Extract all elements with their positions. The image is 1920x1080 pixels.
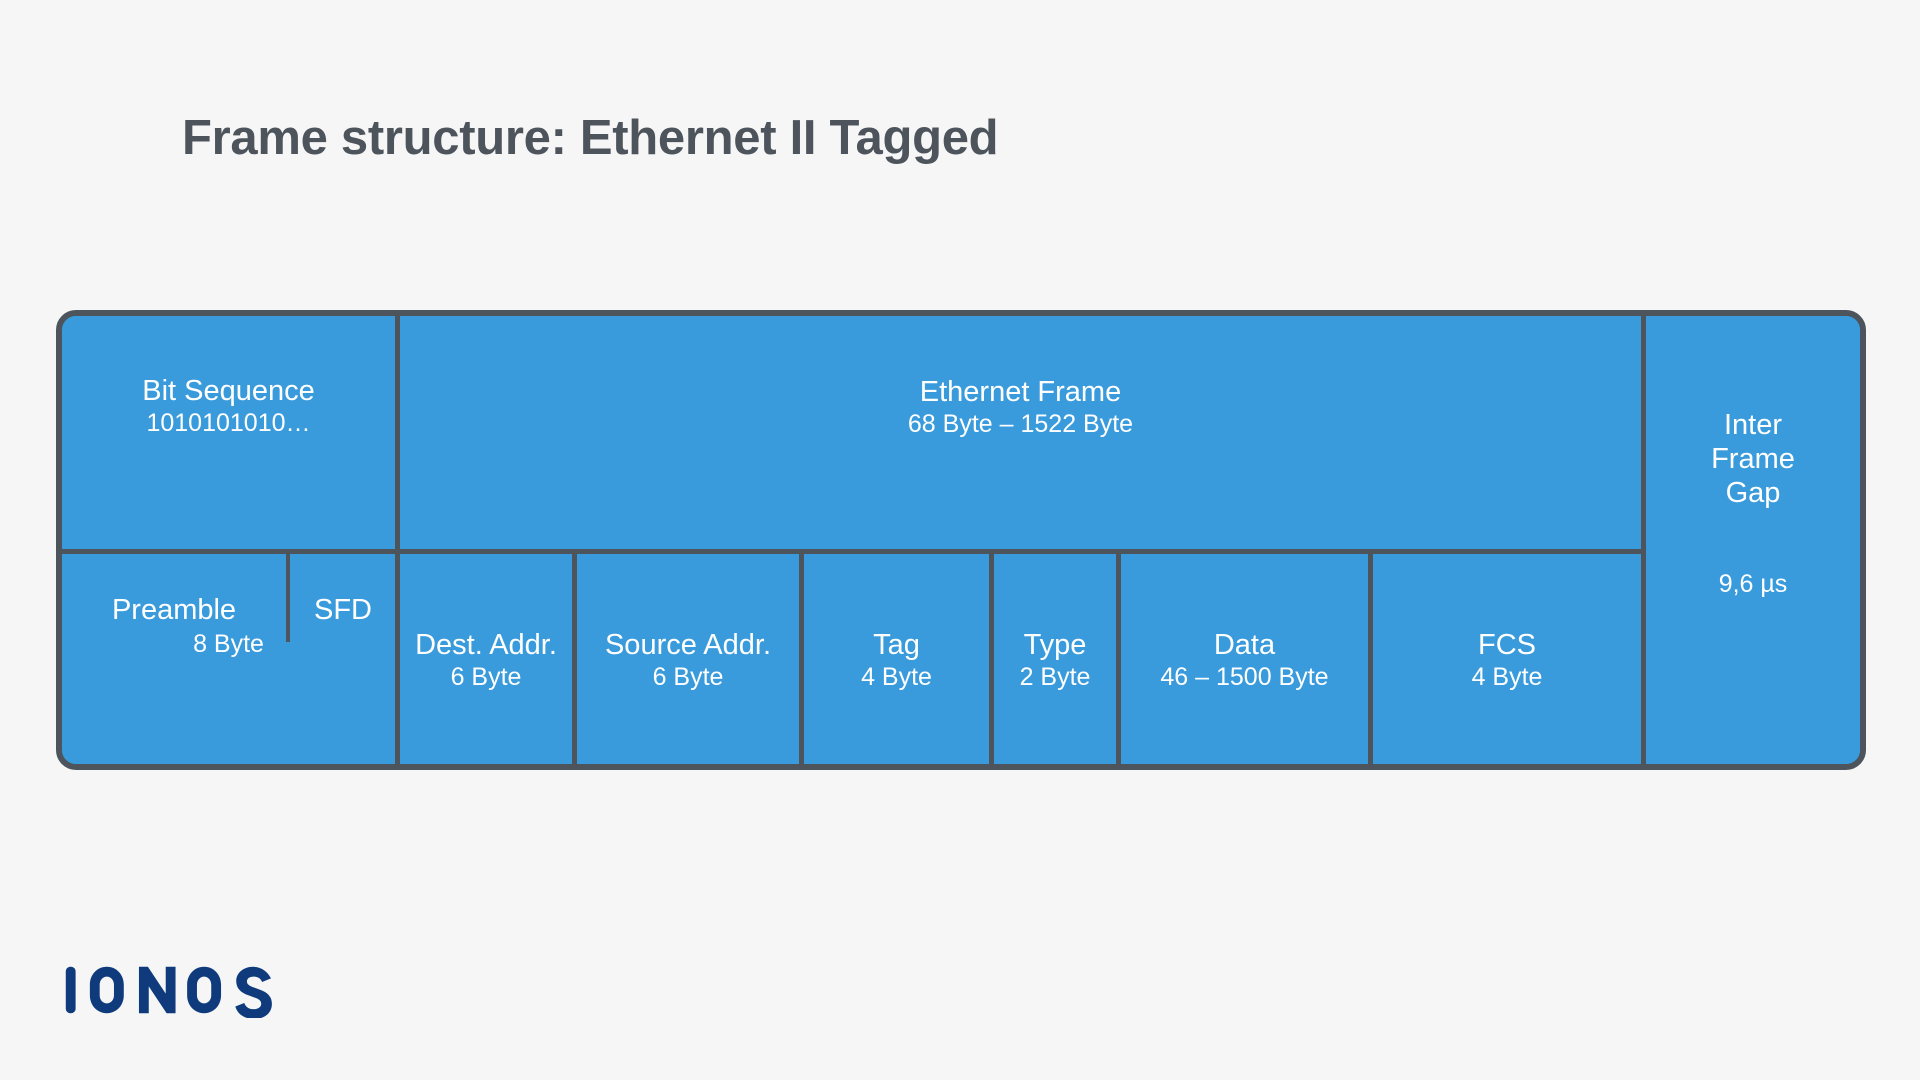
- ionos-logo: [65, 966, 272, 1018]
- divider-data-fcs: [1368, 554, 1373, 764]
- divider-tag-type: [989, 554, 994, 764]
- divider-preamble-sfd: [286, 554, 290, 642]
- cell-dest-addr-sub: 6 Byte: [450, 663, 522, 692]
- cell-data: Data 46 – 1500 Byte: [1121, 554, 1368, 764]
- cell-fcs-label: FCS: [1478, 629, 1536, 661]
- divider-source-addr-tag: [799, 554, 804, 764]
- page-title: Frame structure: Ethernet II Tagged: [182, 111, 999, 165]
- cell-tag-label: Tag: [873, 629, 920, 661]
- cell-bit-sequence-sub: 1010101010…: [146, 409, 311, 438]
- cell-inter-frame-gap-label-line3: Gap: [1725, 477, 1781, 510]
- divider-horizontal-rows: [62, 549, 1646, 554]
- cell-source-addr-label: Source Addr.: [604, 629, 772, 661]
- cell-inter-frame-gap-label-line2: Frame: [1711, 443, 1795, 476]
- cell-preamble-label: Preamble: [111, 594, 237, 626]
- cell-fcs: FCS 4 Byte: [1373, 554, 1641, 764]
- cell-source-addr: Source Addr. 6 Byte: [577, 554, 799, 764]
- cell-dest-addr-label: Dest. Addr.: [415, 629, 557, 661]
- cell-type-sub: 2 Byte: [1019, 663, 1091, 692]
- cell-sfd-label: SFD: [314, 594, 372, 626]
- cell-type: Type 2 Byte: [994, 554, 1116, 764]
- cell-type-label: Type: [1023, 629, 1087, 661]
- cell-bit-sequence-label: Bit Sequence: [142, 375, 315, 407]
- cell-inter-frame-gap-label-line1: Inter: [1723, 409, 1783, 441]
- cell-dest-addr: Dest. Addr. 6 Byte: [400, 554, 572, 764]
- divider-bit-sequence-ethernet-frame: [395, 316, 400, 764]
- cell-data-label: Data: [1213, 629, 1276, 661]
- cell-tag-sub: 4 Byte: [861, 663, 932, 692]
- cell-inter-frame-gap-sub: 9,6 µs: [1718, 569, 1788, 598]
- cell-preamble-sfd-bytes-sub: 8 Byte: [193, 630, 264, 658]
- divider-ethernet-frame-inter-frame-gap: [1641, 316, 1646, 764]
- cell-tag: Tag 4 Byte: [804, 554, 989, 764]
- cell-ethernet-frame-label: Ethernet Frame: [919, 376, 1122, 408]
- cell-inter-frame-gap: Inter Frame Gap 9,6 µs: [1646, 316, 1860, 764]
- cell-fcs-sub: 4 Byte: [1471, 663, 1543, 692]
- divider-type-data: [1116, 554, 1121, 764]
- frame-structure-diagram: Bit Sequence 1010101010… Ethernet Frame …: [56, 310, 1866, 770]
- cell-ethernet-frame-sub: 68 Byte – 1522 Byte: [907, 410, 1134, 439]
- cell-preamble-sfd-bytes: 8 Byte: [62, 629, 395, 669]
- cell-bit-sequence: Bit Sequence 1010101010…: [62, 316, 395, 549]
- cell-ethernet-frame: Ethernet Frame 68 Byte – 1522 Byte: [400, 316, 1641, 549]
- cell-source-addr-sub: 6 Byte: [652, 663, 724, 692]
- cell-data-sub: 46 – 1500 Byte: [1160, 663, 1329, 692]
- divider-dest-addr-source-addr: [572, 554, 577, 764]
